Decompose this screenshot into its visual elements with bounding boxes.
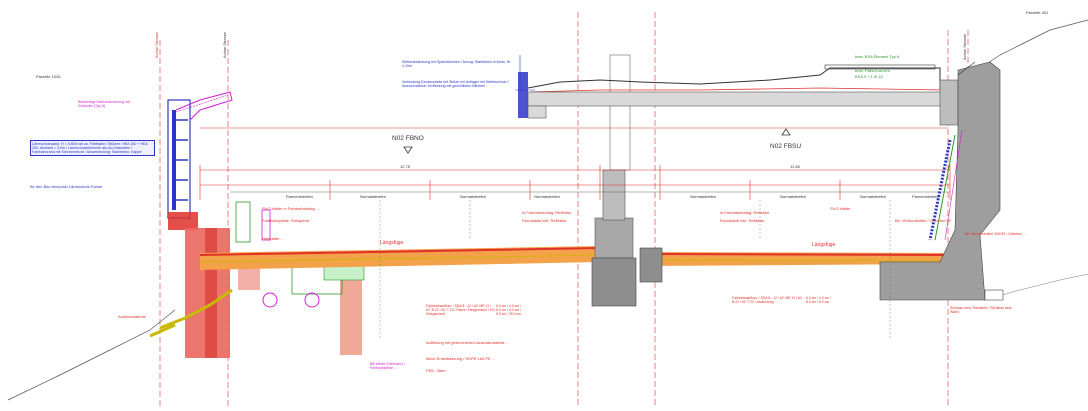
noise-barrier-left: [167, 91, 233, 230]
bottom-note1: Auffüllung mit gebrochenem Aushubmateria…: [426, 340, 509, 345]
lane1-label: Normalstreifen: [360, 194, 386, 199]
fahrbahnaufbau-left-values: 6.0 cm / 4.0 cm / 8.0 cm / 8.0 cm / 5.0 …: [496, 304, 521, 316]
bottom-note2: Neue Entwässerung / HDPE 160 PE ...: [426, 356, 495, 361]
magenta-note: Beidseitige Absturzsicherung mit Gelände…: [78, 100, 130, 108]
lane-marker-right: [781, 128, 791, 136]
red-note-right2: Rundsäule inkl. Reflektor: [720, 218, 765, 223]
lane2-label: Normalstreifen: [460, 194, 486, 199]
top-left-note2: Verbindung Deckenplatte mit Stütze mit A…: [402, 80, 509, 88]
right-grey-note: Bit. Verbundmittel / Ortbeton KF: [895, 218, 952, 223]
road-slab: [199, 246, 956, 270]
lane-side-left-label: Pannenstreifen: [286, 194, 313, 199]
lane-label-fbsu: N02 FBSU: [770, 143, 801, 150]
gallery-roof: [515, 55, 959, 126]
red-note-mid2: Rundsäule inkl. Reflektor: [522, 218, 567, 223]
red-note-left3: Hartplatte ...: [262, 236, 284, 241]
lane-label-fbno: N02 FBNO: [392, 135, 424, 142]
bottom-mag-note: BB-Werke (Fahrbahn) / Fahrbahnbreite ...: [370, 362, 405, 370]
nozzle-box-note: Lärmschutzwand: H = 5.60m ab ca. Fahrbah…: [30, 140, 155, 157]
lane5-label: Normalstreifen: [780, 194, 806, 199]
lane-marker-left: [403, 146, 413, 154]
fahrbahnaufbau-right-values: 6.0 cm / 4.0 cm / 8.0 cm / 8.0 cm: [806, 296, 831, 304]
parcel-right-label: Parzelle 401: [1026, 10, 1049, 15]
bottom-far-right-note: Rückbau best. Randstein / Rückbau best. …: [950, 306, 1012, 314]
dimension-chain: [199, 127, 951, 200]
laengsfuge-right: Längsfuge: [812, 242, 836, 248]
parcel-left-label: Parzelle 1026: [36, 74, 61, 79]
lane4-label: Normalstreifen: [690, 194, 716, 199]
fahrbahnaufbau-left: Fahrbahnaufbau: / SDA 8 - 12 / AC MR 11 …: [426, 304, 496, 316]
axis-left-label: Achse Strasse: [154, 31, 159, 58]
red-note-left2: Fahrbahnplatte: Rollsperre: [262, 218, 310, 223]
red-note-far-right: Bit. Verbundmittel 400/35 / Ortbeton ...: [965, 232, 1026, 236]
top-left-note: Wetterabdeckung mit Spannblechen / Anzug…: [402, 60, 510, 68]
lane-side-right-label: Pannenstreifen: [912, 194, 939, 199]
green-note-top3: BSA 0 + 1 Ø 16: [855, 74, 883, 79]
green-note-top2: best. Fallschutzrohr: [855, 68, 891, 73]
red-note-right1: in Fahrbahnbelag; Reflektor: [720, 210, 770, 215]
lane3-label: Normalstreifen: [534, 194, 560, 199]
terrain-line-left: [7, 309, 176, 401]
left-bottom-note: Aushubmaterial: [118, 314, 146, 319]
axis-right-label: Achse Strasse: [962, 33, 967, 60]
dimension-main-right: 12.60: [790, 164, 801, 169]
left-pipe-note: für den Bau temporär Lärmschutz-Fahne: [30, 184, 103, 189]
dimension-main-left: 12.75: [400, 164, 411, 169]
red-note-mid1: in Fahrbahnbelag; Reflektor: [522, 210, 572, 215]
left-foundation: [149, 228, 362, 358]
fahrbahnaufbau-right: Fahrbahnaufbau: / SDA 8 - 12 / AC MR 11 …: [732, 296, 802, 304]
red-note-right3: SVG-Halter: [830, 206, 851, 211]
lane6-label: Normalstreifen: [860, 194, 886, 199]
terrain-line-right: [984, 19, 1088, 66]
laengsfuge-left: Längsfuge: [380, 240, 404, 246]
bottom-note3: FBS - Bam: [426, 368, 446, 373]
green-note-top: best. BSA Element Typ A: [855, 54, 900, 59]
red-note-left1: SVG-Halter in Fahrbahnbelag ...: [262, 206, 319, 211]
right-retaining-wall: [879, 61, 1004, 301]
axis-left2-label: Achse Strasse: [222, 31, 227, 58]
central-pier: [591, 54, 663, 307]
